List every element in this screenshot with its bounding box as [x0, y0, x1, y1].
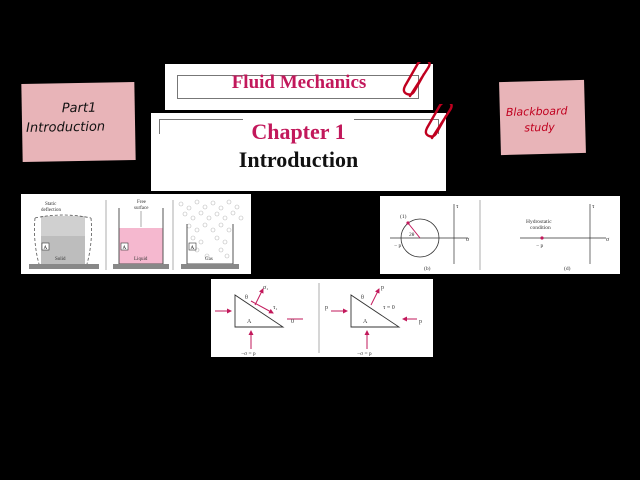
deflection-outline [34, 214, 92, 265]
free-surface-label-1: Free [137, 200, 147, 205]
paperclip-icon [402, 62, 431, 98]
caption-b: (b) [424, 265, 431, 272]
mohr-radius [407, 222, 421, 239]
wedge-stress-diagram: θ σ₁ τ₁ 0 A −σ = p p θ p τ = 0 p A −σ = … [215, 283, 422, 357]
liquid-element-box [120, 242, 129, 251]
minus-p-label-right: − p [536, 243, 543, 249]
sigma-label-right: σ [606, 237, 610, 243]
states-of-matter-figure: A Static deflection Solid A Free surface… [21, 194, 251, 274]
mohr-circle-figure: τ σ (1) 2θ − p (b) τ σ Hydrostatic condi… [380, 196, 620, 274]
gas-label: Gas [205, 257, 213, 262]
wedge-stress-figure: θ σ₁ τ₁ 0 A −σ = p p θ p τ = 0 p A −σ = … [211, 279, 433, 357]
course-title: Fluid Mechanics [231, 72, 367, 93]
solid-label: Solid [55, 257, 66, 262]
p-label-top: p [381, 285, 384, 291]
caption-d: (d) [564, 265, 571, 272]
gas-element-box [188, 242, 197, 251]
solid-top [41, 216, 85, 236]
p-label-left: p [325, 305, 328, 311]
title-frame [177, 75, 419, 99]
p-label-right: p [419, 319, 422, 325]
mohr-circle-diagram: τ σ (1) 2θ − p (b) τ σ Hydrostatic condi… [390, 200, 610, 272]
note-line-study: study [524, 120, 555, 135]
solid-element-box [41, 242, 50, 251]
tau-label-right: τ [592, 204, 595, 210]
course-title-card: Fluid Mechanics [165, 64, 433, 110]
minus-sigma-label-right: −σ = p [357, 351, 372, 357]
note-line-blackboard: Blackboard [505, 104, 568, 119]
hydrostatic-label-1: Hydrostatic [526, 219, 552, 225]
chapter-subtitle: Introduction [238, 147, 359, 172]
block-label-left: A [247, 319, 252, 325]
minus-p-label-left: − p [394, 243, 401, 249]
theta-label-left: θ [245, 295, 248, 301]
hydrostatic-point [540, 236, 544, 240]
liquid-base [113, 264, 169, 269]
note-line-part1: Part1 [61, 100, 97, 117]
gas-element-label: A [191, 246, 195, 251]
wedge-left [234, 294, 285, 328]
wedge-right [350, 294, 401, 328]
gas-molecules [178, 199, 244, 259]
static-deflection-label-1: Static [45, 202, 57, 207]
states-of-matter-diagram: A Static deflection Solid A Free surface… [29, 199, 244, 270]
solid-element-label: A [44, 246, 48, 251]
static-deflection-label-2: deflection [41, 208, 61, 213]
zero-label: 0 [291, 319, 294, 325]
arrow-p-top [370, 288, 380, 306]
paperclip-icon-2 [424, 104, 453, 140]
two-theta-label: 2θ [409, 232, 415, 238]
free-surface-label-2: surface [134, 206, 149, 211]
solid-base [29, 264, 99, 269]
note-line-introduction: Introduction [25, 119, 106, 136]
block-label-right: A [363, 319, 368, 325]
tau-zero-label: τ = 0 [383, 305, 395, 311]
chapter-title-card: Chapter 1 Introduction [151, 113, 446, 191]
theta-label-right: θ [361, 295, 364, 301]
sticky-note-blackboard: Blackboard study [499, 79, 586, 156]
arrow-sigma1 [254, 288, 264, 306]
sigma-label-left: σ [466, 237, 470, 243]
tau1-label: τ₁ [273, 305, 278, 311]
mohr-point [406, 221, 410, 225]
gas-base [181, 264, 239, 269]
tau-label-left: τ [456, 204, 459, 210]
liquid-label: Liquid [134, 257, 148, 262]
liquid-element-label: A [123, 246, 127, 251]
sticky-note-part1: Part1 Introduction [21, 82, 136, 162]
mohr-circle [400, 218, 440, 258]
minus-sigma-label-left: −σ = p [241, 351, 256, 357]
chapter-number: Chapter 1 [243, 119, 354, 144]
arrow-tau1 [250, 300, 274, 314]
circle-id-label: (1) [400, 213, 407, 220]
sigma1-label: σ₁ [263, 285, 268, 291]
hydrostatic-label-2: condition [530, 225, 551, 231]
